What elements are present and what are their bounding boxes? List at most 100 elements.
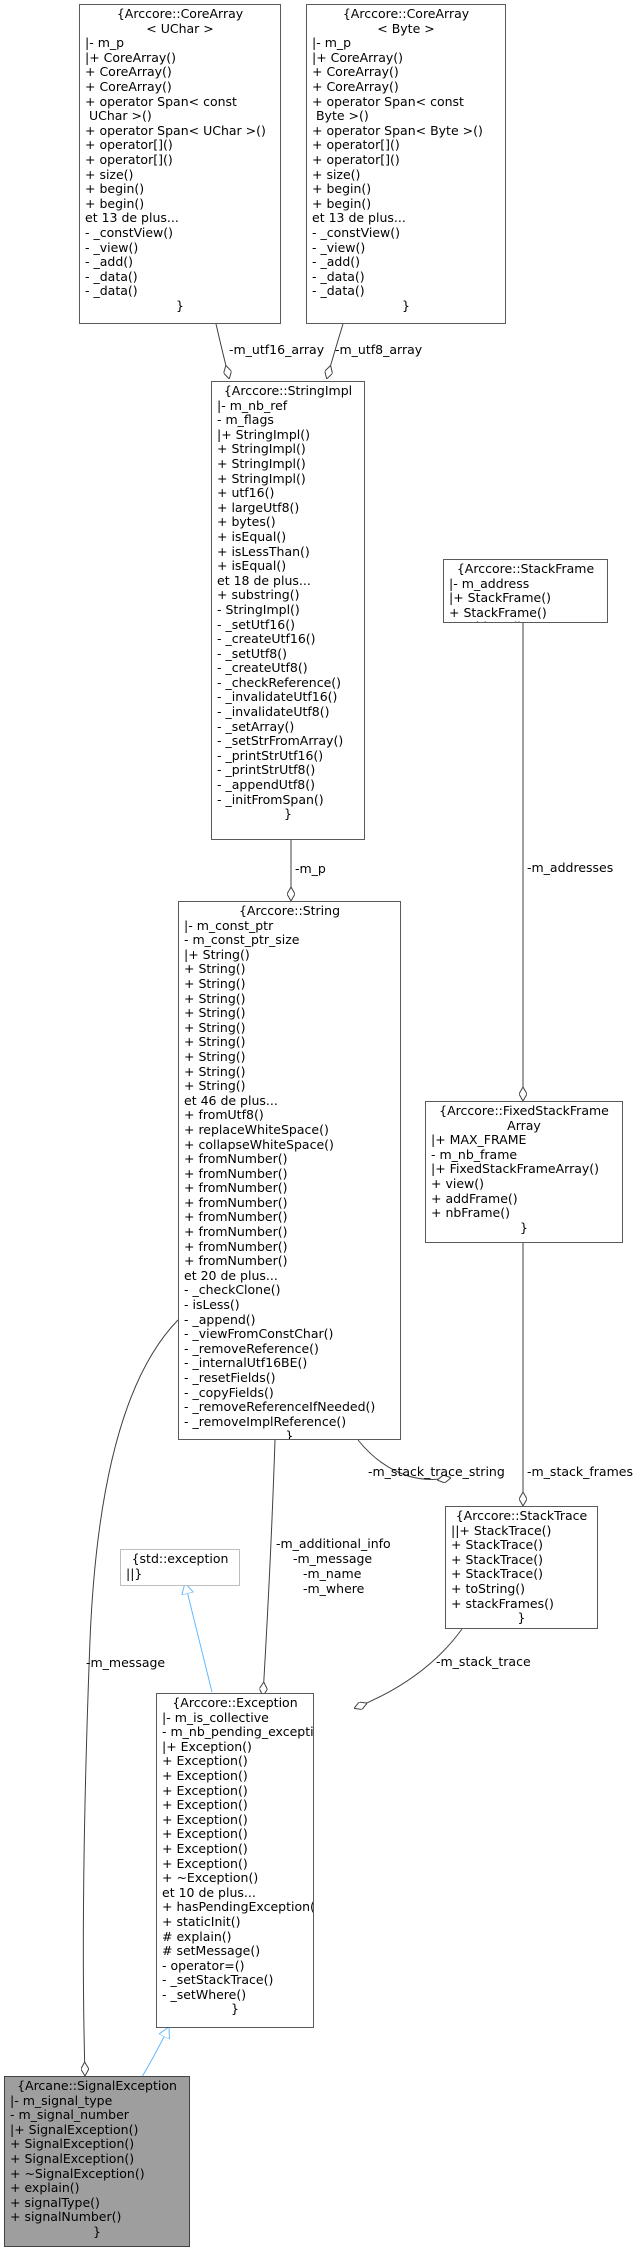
class-member: + begin() xyxy=(312,181,372,197)
class-member: + StackTrace() xyxy=(451,1537,543,1553)
class-title-line: {Arccore::FixedStackFrame xyxy=(439,1103,609,1118)
class-member: + operator[]() xyxy=(85,151,173,167)
class-member: Byte >() xyxy=(312,108,369,124)
class-member: + StackTrace() xyxy=(451,1551,543,1567)
class-member: + size() xyxy=(312,166,361,182)
class-member: + begin() xyxy=(85,195,145,211)
class-member: - _add() xyxy=(312,254,361,270)
class-member: - _viewFromConstChar() xyxy=(184,1326,334,1342)
class-member: |+ StackFrame() xyxy=(449,590,551,606)
class-close-brace: } xyxy=(517,1610,526,1626)
class-node-stack-trace: {Arccore::StackTrace||+ StackTrace()+ St… xyxy=(445,1506,598,1629)
class-close-brace: } xyxy=(520,1219,528,1235)
class-member: et 13 de plus... xyxy=(312,210,406,226)
class-member: - _constView() xyxy=(312,224,401,240)
class-member: - _checkClone() xyxy=(184,1282,281,1298)
class-title-line: {Arcane::SignalException xyxy=(17,2078,177,2093)
class-member: + fromNumber() xyxy=(184,1194,288,1210)
class-member: + explain() xyxy=(10,2180,80,2196)
class-member: - _invalidateUtf16() xyxy=(217,689,338,705)
class-node-stack-frame: {Arccore::StackFrame|- m_address|+ Stack… xyxy=(443,559,608,623)
edge-m-utf8-array xyxy=(327,323,344,378)
class-member: - _add() xyxy=(85,254,134,270)
class-close-brace: } xyxy=(176,297,184,313)
class-node-string-impl: {Arccore::StringImpl|- m_nb_ref- m_flags… xyxy=(211,381,365,840)
class-member: - _data() xyxy=(312,283,365,299)
class-close-brace: } xyxy=(285,1428,294,1440)
class-member: + String() xyxy=(184,975,246,991)
class-member: + addFrame() xyxy=(431,1190,518,1206)
class-member: - _data() xyxy=(85,283,138,299)
class-member: |- m_nb_ref xyxy=(217,397,288,413)
class-title-line: {Arccore::String xyxy=(238,903,341,918)
class-member: + isEqual() xyxy=(217,528,287,544)
class-member: |+ MAX_FRAME xyxy=(431,1132,527,1148)
class-member: + SignalException() xyxy=(10,2136,135,2152)
class-member: + Exception() xyxy=(162,1840,248,1856)
class-member: + Exception() xyxy=(162,1753,248,1769)
class-member: + String() xyxy=(184,1019,246,1035)
class-member: + Exception() xyxy=(162,1767,248,1783)
class-node-core-array-uchar: {Arccore::CoreArray< UChar >|- m_p|+ Cor… xyxy=(79,4,281,324)
class-member: + SignalException() xyxy=(10,2150,135,2166)
class-member: - m_nb_frame xyxy=(431,1146,518,1162)
class-member: et 20 de plus... xyxy=(184,1267,278,1283)
edge-label-m-stack-frames: -m_stack_frames xyxy=(527,1464,633,1479)
class-member: + Exception() xyxy=(162,1855,248,1871)
class-node-exception: {Arccore::Exception|- m_is_collective- m… xyxy=(156,1693,314,2028)
class-member: + StringImpl() xyxy=(217,470,306,486)
class-member: + StringImpl() xyxy=(217,441,306,457)
class-member: + fromNumber() xyxy=(184,1209,288,1225)
class-member: + begin() xyxy=(312,195,372,211)
class-member: - _view() xyxy=(85,239,139,255)
class-member: + fromNumber() xyxy=(184,1151,288,1167)
class-member: + CoreArray() xyxy=(85,78,172,94)
class-member: - _data() xyxy=(312,268,365,284)
class-member: + ~Exception() xyxy=(162,1870,259,1886)
class-member: + StackTrace() xyxy=(451,1566,543,1582)
class-member: + operator[]() xyxy=(85,137,173,153)
class-member: + operator[]() xyxy=(312,137,400,153)
inheritance-exception-std xyxy=(185,1583,213,1693)
edge-label-m-message: -m_message xyxy=(86,1655,165,1670)
class-member: # explain() xyxy=(162,1928,232,1944)
class-member: + String() xyxy=(184,990,246,1006)
class-member: - _createUtf8() xyxy=(217,660,308,676)
edge-label-line-4: -m_where xyxy=(303,1581,365,1596)
class-member: + Exception() xyxy=(162,1811,248,1827)
class-member: - _setUtf16() xyxy=(217,616,295,632)
class-member: ||+ StackTrace() xyxy=(451,1522,552,1538)
class-member: - StringImpl() xyxy=(217,601,300,617)
class-member: + utf16() xyxy=(217,485,275,501)
class-member: + substring() xyxy=(217,587,300,603)
class-member: |- m_const_ptr xyxy=(184,917,274,933)
class-member: |+ CoreArray() xyxy=(312,49,404,65)
class-node-string: {Arccore::String|- m_const_ptr- m_const_… xyxy=(178,901,401,1440)
class-member: + String() xyxy=(184,961,246,977)
class-member: + replaceWhiteSpace() xyxy=(184,1121,329,1137)
class-member: |- m_signal_type xyxy=(10,2092,113,2108)
class-member: + StringImpl() xyxy=(217,455,306,471)
class-title-line: {Arccore::StringImpl xyxy=(223,383,353,398)
class-member: - _setWhere() xyxy=(162,1986,247,2002)
class-member: + String() xyxy=(184,1048,246,1064)
class-member: + collapseWhiteSpace() xyxy=(184,1136,334,1152)
class-member: |- m_p xyxy=(312,35,352,51)
class-member: + isLessThan() xyxy=(217,543,310,559)
class-member: ||} xyxy=(126,1565,143,1581)
class-member: + fromNumber() xyxy=(184,1253,288,1269)
class-member: + stackFrames() xyxy=(451,1595,554,1611)
class-member: - _setStackTrace() xyxy=(162,1972,274,1988)
class-close-brace: } xyxy=(402,297,410,313)
inheritance-signalexception-exception xyxy=(141,2027,169,2078)
class-member: - _removeImplReference() xyxy=(184,1413,347,1429)
class-member: + view() xyxy=(431,1175,484,1191)
edge-m-additional-info xyxy=(263,1439,276,1695)
class-node-signal-exception: {Arcane::SignalException|- m_signal_type… xyxy=(4,2076,190,2247)
class-member: + bytes() xyxy=(217,514,276,530)
edge-label-m-utf16-array: -m_utf16_array xyxy=(229,342,325,357)
class-member: - _checkReference() xyxy=(217,674,342,690)
class-member: + String() xyxy=(184,1063,246,1079)
class-member: - _constView() xyxy=(85,224,174,240)
edge-m-stack-trace xyxy=(355,1628,463,1708)
